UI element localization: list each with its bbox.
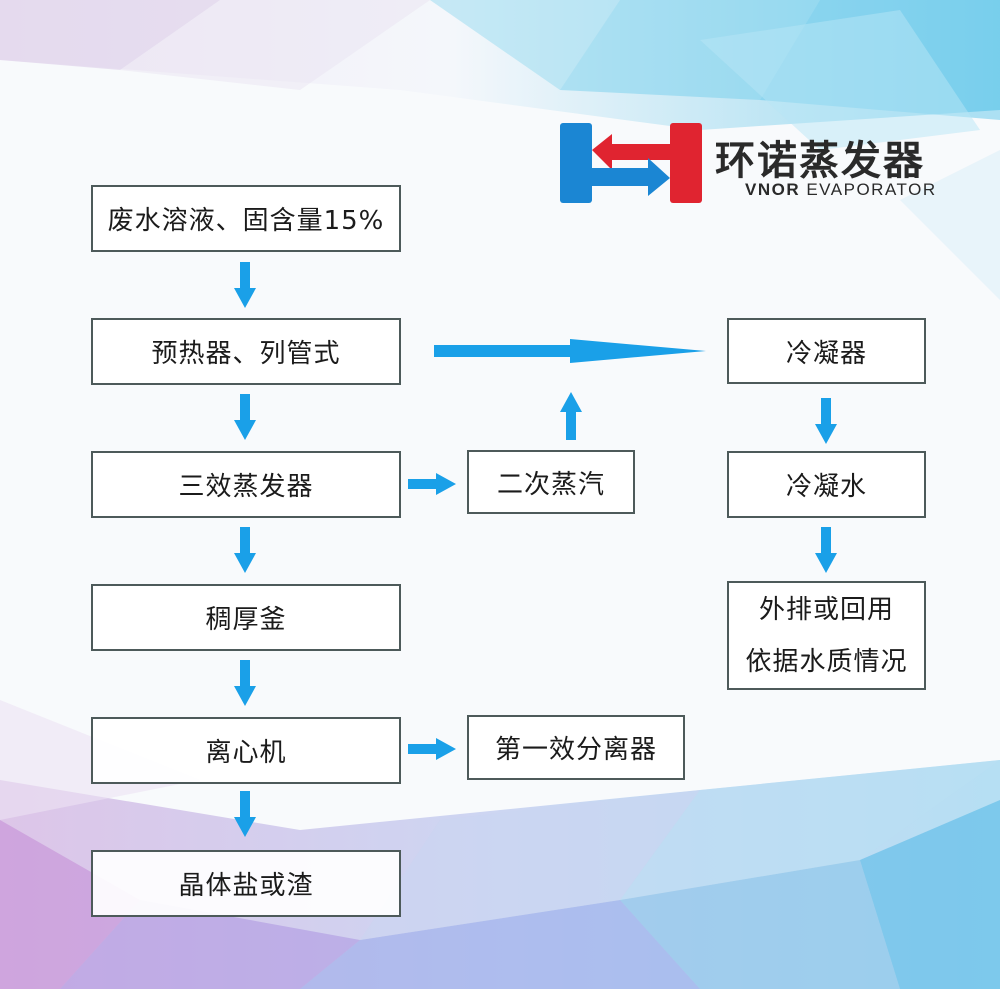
logo-blue-pillar xyxy=(560,123,592,203)
arrow-group xyxy=(234,262,837,837)
logo-en-bold: VNOR xyxy=(745,180,801,199)
logo-chinese-name: 环诺蒸发器 xyxy=(715,138,925,184)
node-condenser-label: 冷凝器 xyxy=(785,338,867,369)
node-centrifuge-label: 离心机 xyxy=(205,738,287,768)
node-discharge-line2: 依据水质情况 xyxy=(745,646,908,677)
arrow-evaporator-to-steam xyxy=(408,473,456,495)
node-wastewater: 废水溶液、固含量15% xyxy=(91,185,401,252)
node-evaporator: 三效蒸发器 xyxy=(91,451,401,518)
logo-blue-arrow xyxy=(592,158,670,196)
node-preheater-label: 预热器、列管式 xyxy=(151,339,341,369)
node-condensate-label: 冷凝水 xyxy=(785,472,867,502)
node-discharge-line1: 外排或回用 xyxy=(758,594,894,625)
node-thickener-label: 稠厚釜 xyxy=(205,605,287,635)
logo-red-pillar xyxy=(670,123,702,203)
arrow-thickener-to-centrifuge xyxy=(234,660,256,706)
logo-english-name: VNOR EVAPORATOR xyxy=(745,180,937,200)
logo-en-rest: EVAPORATOR xyxy=(800,180,937,199)
node-secondary-steam-label: 二次蒸汽 xyxy=(496,469,605,500)
arrow-steam-up xyxy=(560,392,582,440)
logo-red-arrow xyxy=(592,134,670,170)
node-crystal-label: 晶体盐或渣 xyxy=(178,871,314,901)
node-centrifuge: 离心机 xyxy=(91,717,401,784)
arrow-evaporator-to-thickener xyxy=(234,527,256,573)
node-separator-label: 第一效分离器 xyxy=(494,735,657,765)
node-discharge: 外排或回用 依据水质情况 xyxy=(727,581,926,690)
node-secondary-steam: 二次蒸汽 xyxy=(467,450,635,514)
arrow-condenser-to-condensate xyxy=(815,398,837,444)
node-separator: 第一效分离器 xyxy=(467,715,685,780)
arrow-preheater-to-condenser xyxy=(434,339,706,363)
node-evaporator-label: 三效蒸发器 xyxy=(178,472,314,502)
node-thickener: 稠厚釜 xyxy=(91,584,401,651)
arrow-preheater-to-evaporator xyxy=(234,394,256,440)
arrow-wastewater-to-preheater xyxy=(234,262,256,308)
node-crystal: 晶体盐或渣 xyxy=(91,850,401,917)
vnor-logo xyxy=(560,123,702,203)
node-wastewater-label: 废水溶液、固含量15% xyxy=(107,206,385,236)
node-preheater: 预热器、列管式 xyxy=(91,318,401,385)
node-condenser: 冷凝器 xyxy=(727,318,926,384)
node-condensate: 冷凝水 xyxy=(727,451,926,518)
arrow-centrifuge-to-separator xyxy=(408,738,456,760)
arrow-centrifuge-to-crystal xyxy=(234,791,256,837)
arrow-condensate-to-discharge xyxy=(815,527,837,573)
